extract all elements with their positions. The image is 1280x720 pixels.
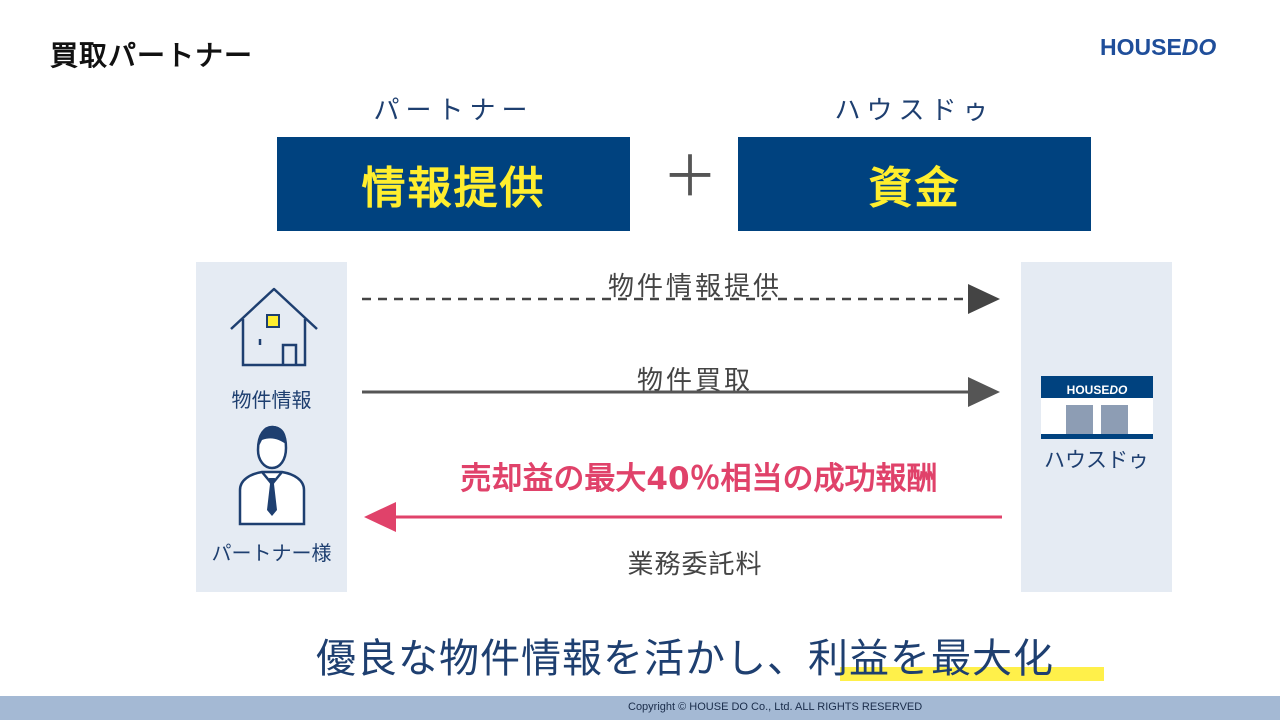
dashed-arrow [362,284,1000,314]
funding-box: 資金 [738,137,1091,231]
housedo-shop-label: ハウスドゥ [1044,448,1149,472]
footer-bar [0,696,1280,720]
housedo-logo: HOUSEDO [1100,34,1216,61]
logo-text-do: DO [1181,34,1217,60]
info-provision-box: 情報提供 [277,137,630,231]
house-icon [230,287,318,367]
partner-sama-label: パートナー様 [211,541,332,565]
shop-logo: HOUSEDO [1040,383,1154,397]
copyright-text: Copyright © HOUSE DO Co., Ltd. ALL RIGHT… [628,701,923,713]
logo-text-house: HOUSE [1100,34,1182,60]
property-info-label: 物件情報 [231,388,312,412]
tagline-highlight [840,667,1104,681]
purchase-arrow [362,377,1000,407]
housedo-label: ハウスドゥ [834,96,995,126]
partner-label: パートナー [373,96,534,126]
businessman-icon [238,425,306,526]
slide-title: 買取パートナー [50,39,254,72]
shop-icon [1041,376,1153,439]
info-flow-label: 物件情報提供 [607,272,782,302]
plus-sign: ＋ [662,145,718,210]
reward-label: 売却益の最大40％相当の成功報酬 [460,461,938,497]
reward-arrow [364,502,1002,532]
shop-logo-do: DO [1109,383,1128,397]
shop-logo-house: HOUSE [1066,383,1110,397]
tagline: 優良な物件情報を活かし、利益を最大化 [316,636,1054,682]
fee-label: 業務委託料 [627,550,763,580]
